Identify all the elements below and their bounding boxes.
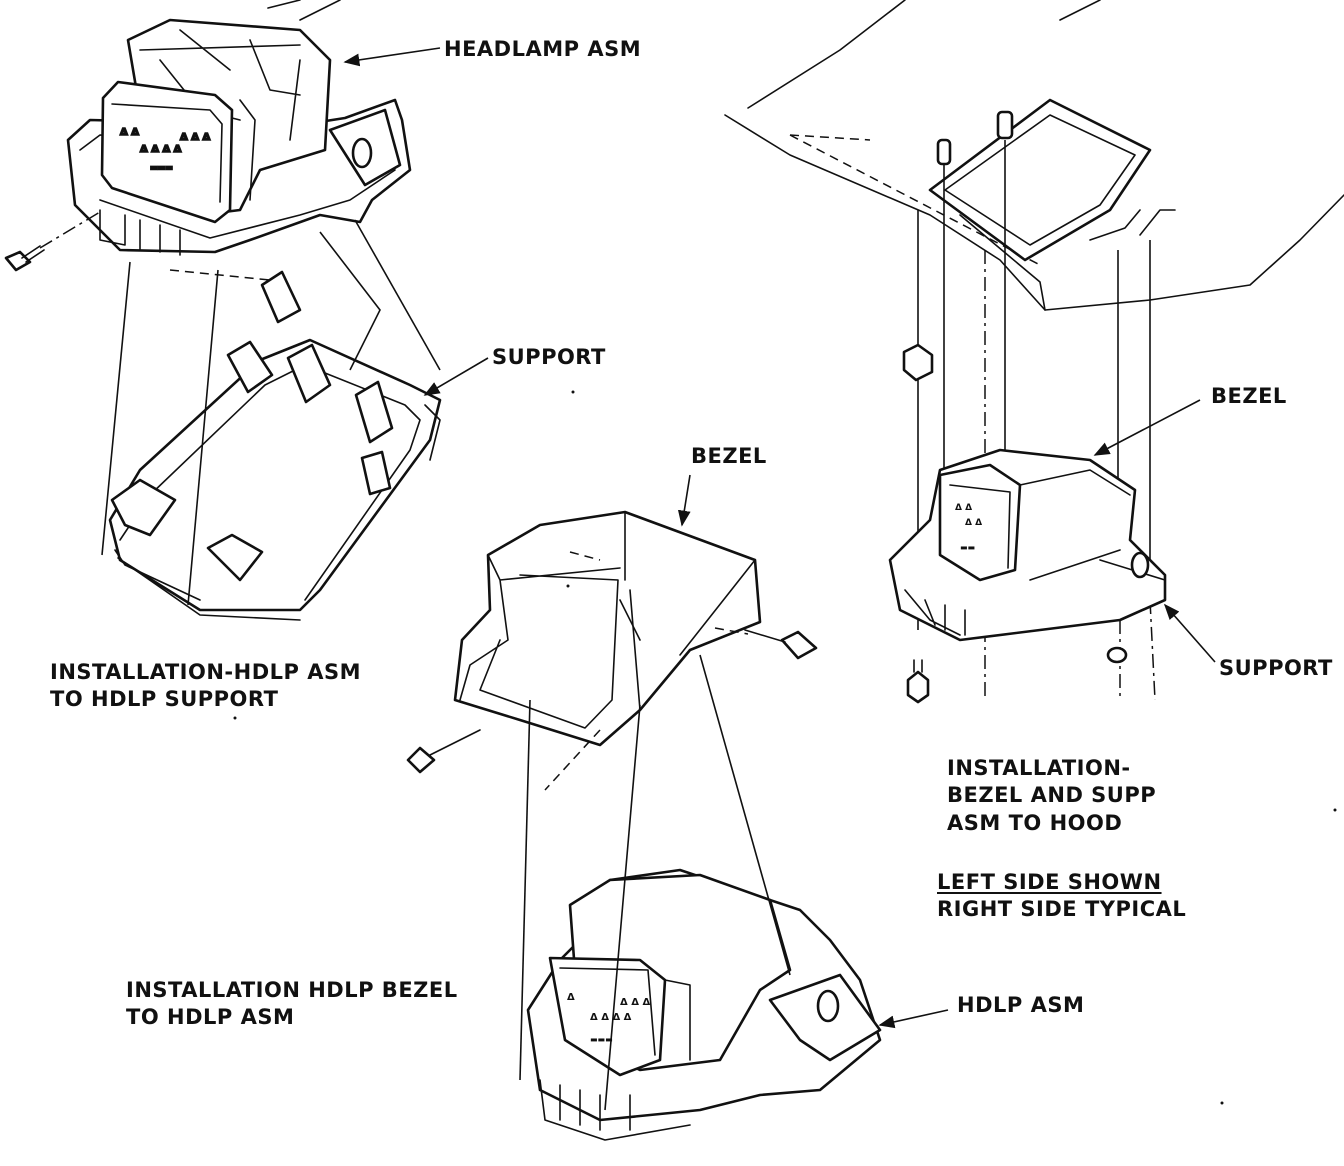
- caption-line: TO HDLP ASM: [126, 1005, 295, 1030]
- svg-text:Δ Δ Δ Δ: Δ Δ Δ Δ: [590, 1012, 632, 1023]
- caption-line: INSTALLATION-HDLP ASM: [50, 660, 361, 684]
- side-note: LEFT SIDE SHOWN RIGHT SIDE TYPICAL: [937, 869, 1186, 924]
- caption-line: ASM TO HOOD: [947, 810, 1123, 835]
- label-support-left: SUPPORT: [492, 345, 606, 369]
- nut-icon: [1106, 646, 1128, 664]
- label-hdlp-asm: HDLP ASM: [957, 993, 1085, 1017]
- svg-text:▬▬: ▬▬: [960, 543, 975, 552]
- nut-icon: [902, 343, 1128, 664]
- label-headlamp-asm: HEADLAMP ASM: [444, 37, 642, 61]
- side-note-line-1: LEFT SIDE SHOWN: [937, 870, 1162, 894]
- hood-assembly-right: Δ Δ Δ Δ ▬▬: [724, 0, 1344, 704]
- caption-bezel-to-hdlp: INSTALLATION HDLP BEZEL TO HDLP ASM: [126, 977, 458, 1032]
- label-support-right: SUPPORT: [1219, 656, 1333, 680]
- side-note-line-2: RIGHT SIDE TYPICAL: [937, 897, 1187, 922]
- headlamp-assembly-top-left: Δ Δ Δ Δ Δ Δ Δ Δ Δ ▬▬▬: [4, 0, 442, 621]
- caption-line: TO HDLP SUPPORT: [50, 687, 279, 712]
- screw-icon: [4, 245, 45, 272]
- screw-icon: [906, 659, 930, 704]
- svg-text:Δ: Δ: [567, 992, 575, 1003]
- label-bezel-center: BEZEL: [691, 444, 767, 468]
- bezel-assembly-center: Δ Δ Δ Δ Δ Δ Δ Δ ▬▬▬: [406, 510, 882, 1141]
- svg-text:Δ Δ: Δ Δ: [955, 503, 972, 513]
- svg-text:Δ Δ Δ Δ: Δ Δ Δ Δ: [140, 144, 182, 155]
- leader-lines: [343, 47, 1216, 1029]
- svg-text:▬▬▬: ▬▬▬: [590, 1035, 613, 1044]
- caption-hdlp-to-support: INSTALLATION-HDLP ASM TO HDLP SUPPORT: [50, 659, 361, 714]
- stud-icon: [936, 110, 1014, 166]
- screw-icon: [744, 629, 818, 660]
- caption-line: INSTALLATION-: [947, 756, 1131, 780]
- caption-line: INSTALLATION HDLP BEZEL: [126, 978, 458, 1002]
- svg-text:Δ Δ Δ: Δ Δ Δ: [180, 132, 210, 143]
- caption-bezel-supp-to-hood: INSTALLATION- BEZEL AND SUPP ASM TO HOOD: [947, 755, 1156, 837]
- scan-specks: [233, 390, 1337, 1105]
- screw-icon: [406, 729, 481, 774]
- svg-text:Δ Δ Δ: Δ Δ Δ: [620, 997, 650, 1008]
- caption-line: BEZEL AND SUPP: [947, 783, 1157, 808]
- svg-text:Δ Δ: Δ Δ: [120, 127, 139, 138]
- svg-text:Δ Δ: Δ Δ: [965, 518, 982, 528]
- label-bezel-right: BEZEL: [1211, 384, 1287, 408]
- svg-text:▬▬▬: ▬▬▬: [150, 163, 173, 172]
